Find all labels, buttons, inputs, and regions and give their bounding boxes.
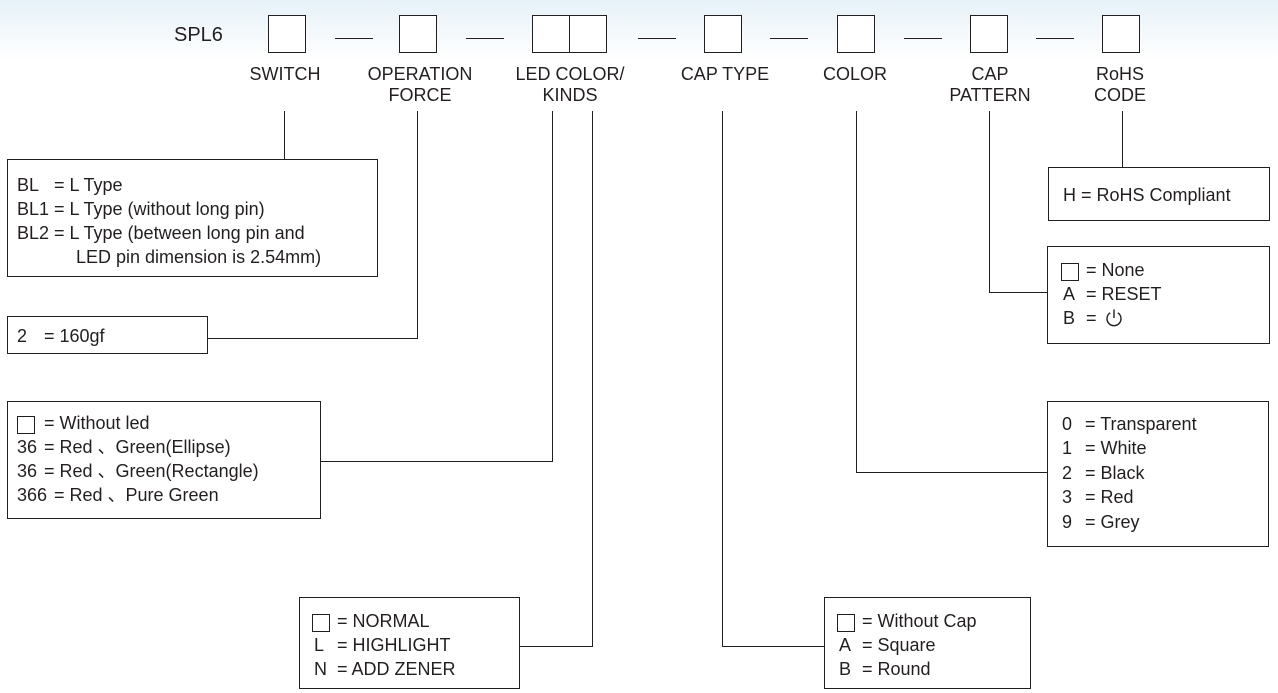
connector-line (592, 111, 593, 647)
option-text: = L Type (without long pin) (54, 199, 265, 219)
code-box-color (837, 15, 875, 53)
code-dash (466, 38, 504, 39)
connector-line (856, 472, 1048, 473)
connector-line (207, 338, 418, 339)
option-code: A (1063, 284, 1076, 304)
blank-square-icon (17, 414, 35, 436)
option-text: = Red (1085, 487, 1134, 507)
option-text: = L Type (54, 175, 123, 195)
option-text: = Red 、Pure Green (54, 485, 219, 505)
connector-line (722, 111, 723, 647)
option-code: 366 (17, 485, 48, 505)
connector-line (552, 111, 553, 462)
option-code: BL1 (17, 199, 50, 219)
option-text: = Grey (1085, 512, 1140, 532)
blank-square-icon (1061, 261, 1079, 283)
code-box-led-color (532, 15, 570, 53)
option-text: = 160gf (44, 326, 105, 346)
option-text: = Without led (44, 413, 150, 433)
field-label-rohs: RoHS (1095, 64, 1144, 84)
option-text: = RESET (1086, 284, 1162, 304)
option-code: 2 (1062, 463, 1073, 483)
option-code: 36 (17, 461, 38, 481)
code-box-rohs (1102, 15, 1140, 53)
option-text: = (1086, 308, 1097, 328)
option-text: = NORMAL (337, 611, 430, 631)
led-color-options-box: = Without led 36 = Red 、Green(Ellipse) 3… (7, 401, 321, 519)
connector-line (722, 646, 825, 647)
option-text: = None (1086, 260, 1145, 280)
option-text: = Black (1085, 463, 1145, 483)
option-text: = Red 、Green(Ellipse) (44, 437, 231, 457)
option-code: 2 (17, 326, 28, 346)
field-label-color: COLOR (822, 64, 887, 84)
code-dash (1036, 38, 1074, 39)
option-code: 3 (1062, 487, 1073, 507)
connector-line (856, 111, 857, 473)
connector-line (1122, 111, 1123, 168)
code-box-switch (268, 15, 306, 53)
switch-options-box: BL = L Type BL1 = L Type (without long p… (7, 159, 378, 277)
cap-type-options-box: = Without Cap A = Square B = Round (824, 597, 1031, 689)
option-text: = L Type (between long pin and (54, 223, 305, 243)
field-label-switch: SWITCH (249, 64, 321, 84)
code-box-operation-force (399, 15, 437, 53)
code-dash (335, 38, 373, 39)
code-box-kinds (569, 15, 607, 53)
operation-force-options-box: 2 = 160gf (7, 316, 208, 354)
option-text: = HIGHLIGHT (337, 635, 451, 655)
code-box-cap-type (704, 15, 742, 53)
field-label-operation-force: OPERATION (367, 64, 473, 84)
cap-pattern-options-box: = None A = RESET B = (1047, 246, 1270, 344)
option-text: = Round (862, 659, 931, 679)
option-text: LED pin dimension is 2.54mm) (76, 247, 322, 267)
option-code: L (314, 635, 325, 655)
field-label-operation-force-2: FORCE (388, 85, 452, 105)
option-text: = Red 、Green(Rectangle) (44, 461, 259, 481)
option-text: = Transparent (1085, 414, 1197, 434)
code-dash (770, 38, 808, 39)
connector-line (284, 111, 285, 159)
connector-line (989, 292, 1048, 293)
field-label-rohs-code: CODE (1093, 85, 1146, 105)
blank-square-icon (837, 612, 855, 634)
blank-square-icon (312, 612, 330, 634)
color-options-box: 0 = Transparent 1 = White 2 = Black 3 = … (1047, 401, 1269, 547)
field-label-cap-type: CAP TYPE (680, 64, 770, 84)
option-code: A (839, 635, 852, 655)
option-text: = ADD ZENER (337, 659, 456, 679)
connector-line (320, 461, 553, 462)
kinds-options-box: = NORMAL L = HIGHLIGHT N = ADD ZENER (299, 597, 520, 689)
option-code: B (1063, 308, 1076, 328)
field-label-kinds: KINDS (542, 85, 598, 105)
rohs-options-box: H = RoHS Compliant (1048, 167, 1270, 221)
code-prefix: SPL6 (174, 24, 223, 46)
connector-line (519, 646, 593, 647)
code-dash (904, 38, 942, 39)
power-icon (1104, 308, 1124, 333)
code-box-cap-pattern (970, 15, 1008, 53)
option-text: = Without Cap (862, 611, 977, 631)
field-label-cap: CAP (971, 64, 1009, 84)
connector-line (417, 111, 418, 339)
option-code: 36 (17, 437, 38, 457)
option-text: = White (1085, 438, 1147, 458)
option-text: = Square (862, 635, 936, 655)
option-code: B (839, 659, 852, 679)
option-code: 0 (1062, 414, 1073, 434)
option-code: 9 (1062, 512, 1073, 532)
option-code: BL2 (17, 223, 50, 243)
connector-line (989, 111, 990, 293)
option-code: 1 (1062, 438, 1073, 458)
code-dash (638, 38, 676, 39)
field-label-cap-pattern: PATTERN (949, 85, 1031, 105)
option-code: BL (17, 175, 40, 195)
option-code: N (314, 659, 327, 679)
option-text: H = RoHS Compliant (1063, 185, 1231, 205)
field-label-led-color: LED COLOR/ (515, 64, 625, 84)
